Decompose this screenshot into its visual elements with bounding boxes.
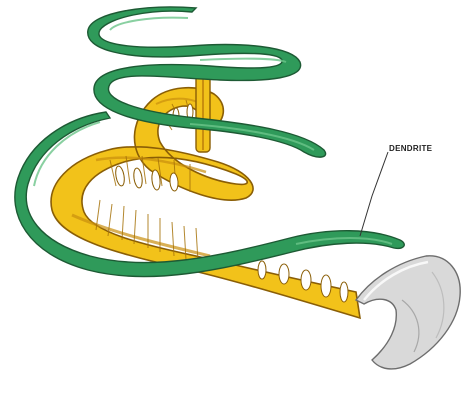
label-leader-line [360, 152, 388, 236]
yellow-core [51, 72, 360, 318]
dendrite-label: DENDRITE [389, 144, 432, 153]
terminal-shell [356, 256, 460, 369]
